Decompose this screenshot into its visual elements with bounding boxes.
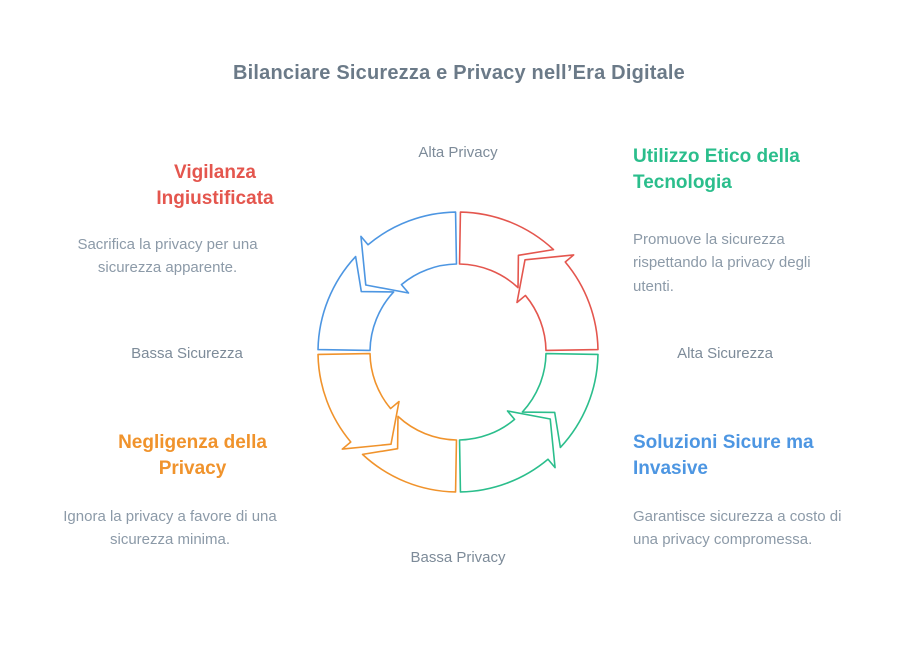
- cycle-arrow-top-left-head: [360, 211, 458, 294]
- cycle-arrow-top-right-tail: [458, 211, 555, 289]
- cycle-arrow-bottom-right-tail: [521, 352, 599, 449]
- axis-label-alta-sicurezza: Alta Sicurezza: [677, 345, 773, 362]
- cycle-diagram: [317, 211, 599, 493]
- quadrant-bottom-right-description: Garantisce sicurezza a costo di una priv…: [633, 508, 842, 549]
- axis-label-bassa-privacy: Bassa Privacy: [410, 549, 506, 566]
- quadrant-top-left-description: Sacrifica la privacy per una sicurezza a…: [77, 236, 258, 277]
- quadrant-top-left-title: Vigilanza Ingiustificata: [156, 162, 274, 209]
- quadrant-top-right-title: Utilizzo Etico della Tecnologia: [633, 146, 800, 193]
- axis-label-bassa-sicurezza: Bassa Sicurezza: [131, 345, 243, 362]
- cycle-arrow-bottom-right-head: [458, 410, 556, 493]
- quadrant-bottom-right-title: Soluzioni Sicure ma Invasive: [633, 432, 814, 479]
- quadrant-bottom-left-title: Negligenza della Privacy: [118, 432, 267, 479]
- cycle-arrow-top-left-tail: [317, 255, 395, 352]
- cycle-arrow-top-right-head: [516, 254, 599, 352]
- page-title: Bilanciare Sicurezza e Privacy nell’Era …: [232, 62, 686, 84]
- axis-label-alta-privacy: Alta Privacy: [418, 144, 498, 161]
- cycle-arrow-bottom-left-head: [317, 352, 400, 450]
- quadrant-top-right-description: Promuove la sicurezza rispettando la pri…: [633, 231, 811, 295]
- quadrant-bottom-left-description: Ignora la privacy a favore di una sicure…: [63, 508, 277, 549]
- cycle-arrow-bottom-left-tail: [361, 415, 458, 493]
